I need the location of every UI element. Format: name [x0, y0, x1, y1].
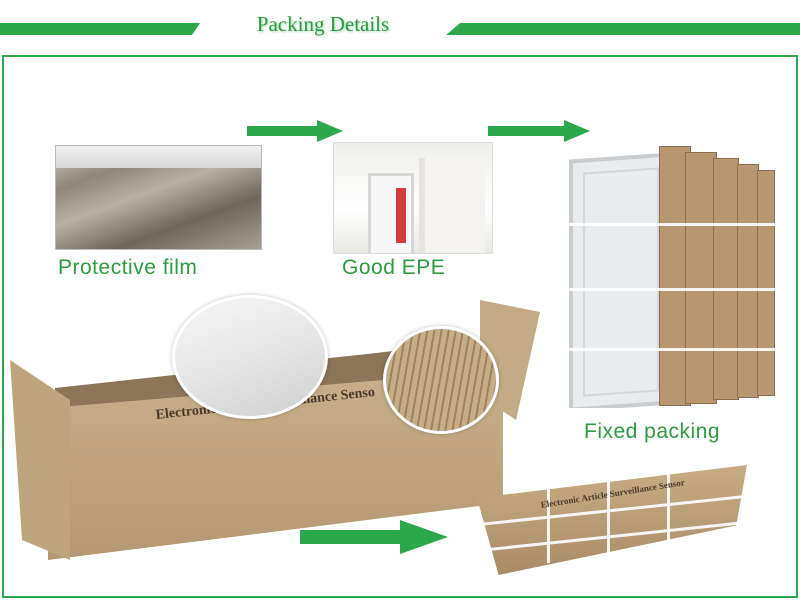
board: [713, 158, 739, 400]
strap: [667, 467, 670, 547]
corrugated-closeup: [383, 326, 499, 434]
board: [737, 164, 759, 398]
caption-protective-film: Protective film: [58, 256, 198, 279]
strap: [547, 473, 550, 563]
strap: [563, 288, 775, 291]
strap: [563, 348, 775, 351]
header-bar-right: [446, 23, 800, 35]
epe-foam: [419, 158, 485, 253]
protective-film-photo: [55, 145, 262, 250]
epe-frame: [368, 173, 414, 253]
good-epe-photo: [333, 142, 493, 254]
caption-good-epe: Good EPE: [342, 256, 446, 279]
header-bar-left: [0, 23, 200, 35]
strap: [607, 469, 610, 557]
caption-fixed-packing: Fixed packing: [584, 420, 721, 443]
page-title: Packing Details: [256, 12, 390, 36]
epe-red-bar: [396, 188, 406, 243]
foam-closeup: [172, 295, 328, 419]
fixed-packing-photo: [563, 138, 775, 408]
strap: [563, 223, 775, 226]
board: [685, 152, 717, 404]
glass-pane: [569, 152, 673, 408]
arrow-right-icon: [300, 520, 448, 554]
arrow-right-icon: [247, 120, 343, 142]
arrow-right-icon: [488, 120, 590, 142]
board: [757, 170, 775, 396]
flat-carton-photo: [477, 465, 747, 575]
